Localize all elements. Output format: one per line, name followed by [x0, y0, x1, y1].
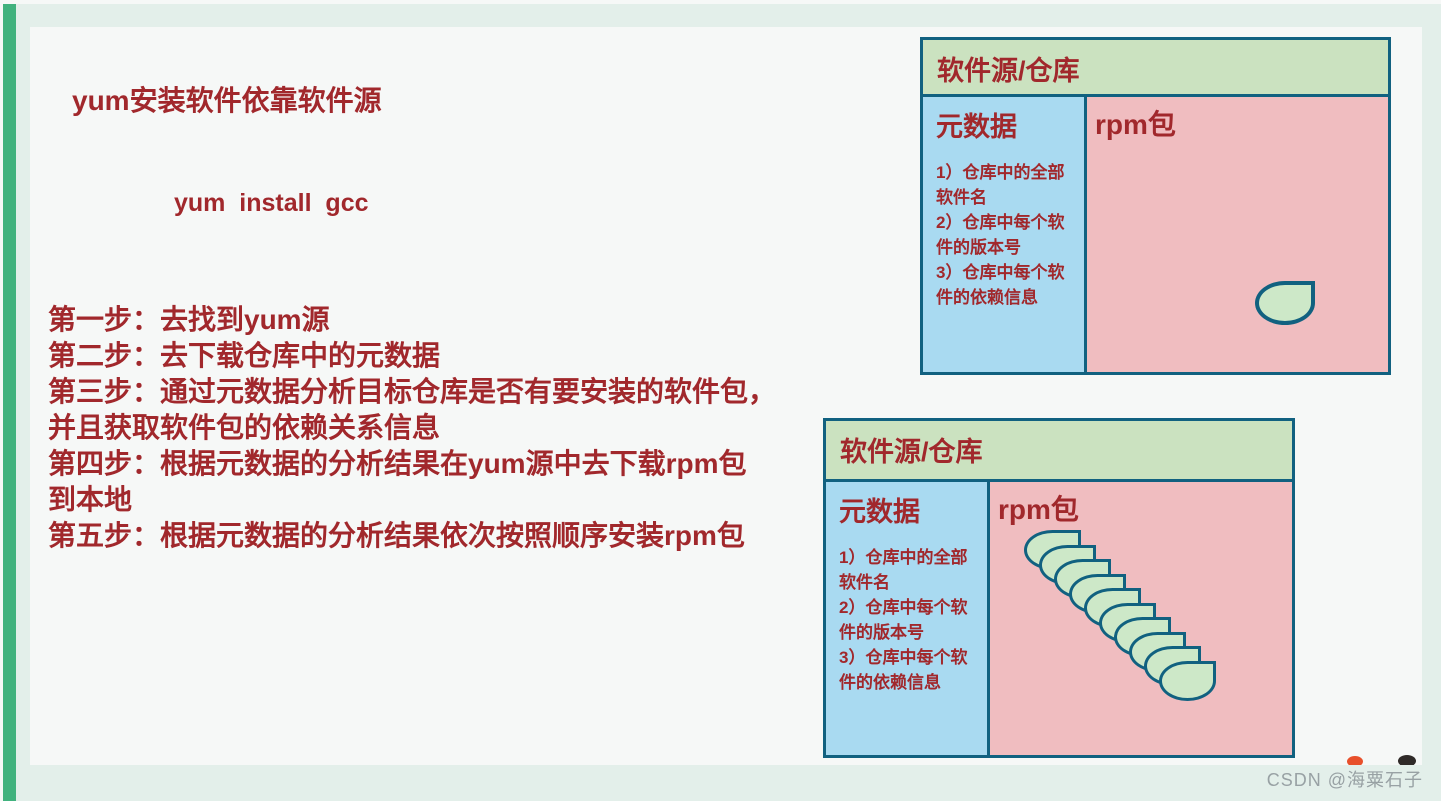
- step-line-4: 第四步：根据元数据的分析结果在yum源中去下载rpm包: [48, 448, 747, 479]
- repo-box-top-header: 软件源/仓库: [923, 40, 1388, 97]
- rpm-package-stack: [1087, 97, 1388, 372]
- metadata-item: 1）仓库中的全部软件名: [936, 163, 1065, 207]
- repo-box-bottom: 软件源/仓库 元数据 1）仓库中的全部软件名 2）仓库中每个软件的版本号 3）仓…: [823, 418, 1295, 758]
- yum-install-command: yum install gcc: [174, 189, 369, 217]
- metadata-item: 3）仓库中每个软件的依赖信息: [839, 648, 968, 692]
- rpm-title: rpm包: [998, 494, 1079, 525]
- left-accent-bar: [3, 4, 16, 801]
- metadata-list: 1）仓库中的全部软件名 2）仓库中每个软件的版本号 3）仓库中每个软件的依赖信息: [839, 545, 979, 695]
- repo-box-top-body: 元数据 1）仓库中的全部软件名 2）仓库中每个软件的版本号 3）仓库中每个软件的…: [923, 97, 1388, 372]
- metadata-item: 1）仓库中的全部软件名: [839, 548, 968, 592]
- rpm-package-icon: [1255, 281, 1315, 325]
- step-line-2: 第二步：去下载仓库中的元数据: [48, 340, 441, 371]
- metadata-cell: 元数据 1）仓库中的全部软件名 2）仓库中每个软件的版本号 3）仓库中每个软件的…: [826, 482, 990, 755]
- repo-box-top: 软件源/仓库 元数据 1）仓库中的全部软件名 2）仓库中每个软件的版本号 3）仓…: [920, 37, 1391, 375]
- step-line-3-cont: 并且获取软件包的依赖关系信息: [48, 412, 441, 443]
- clipped-dark-dot: [1398, 755, 1416, 765]
- step-line-1: 第一步：去找到yum源: [48, 304, 330, 335]
- rpm-cell: rpm包: [990, 482, 1292, 755]
- metadata-item: 3）仓库中每个软件的依赖信息: [936, 263, 1065, 307]
- slide-canvas: yum安装软件依靠软件源 yum install gcc 第一步：去找到yum源…: [30, 27, 1422, 765]
- metadata-item: 2）仓库中每个软件的版本号: [936, 213, 1065, 257]
- clipped-orange-dot: [1347, 756, 1363, 765]
- metadata-title: 元数据: [839, 497, 920, 527]
- repo-box-bottom-header: 软件源/仓库: [826, 421, 1292, 482]
- metadata-item: 2）仓库中每个软件的版本号: [839, 598, 968, 642]
- metadata-cell: 元数据 1）仓库中的全部软件名 2）仓库中每个软件的版本号 3）仓库中每个软件的…: [923, 97, 1087, 372]
- step-line-5: 第五步：根据元数据的分析结果依次按照顺序安装rpm包: [48, 520, 745, 551]
- rpm-title: rpm包: [1095, 109, 1176, 140]
- steps-list: 第一步：去找到yum源 第二步：去下载仓库中的元数据 第三步：通过元数据分析目标…: [48, 302, 848, 554]
- csdn-watermark: CSDN @海粟石子: [1266, 770, 1423, 790]
- step-line-3: 第三步：通过元数据分析目标仓库是否有要安装的软件包，: [48, 376, 777, 407]
- rpm-package-icon: [1159, 660, 1216, 701]
- slide-title: yum安装软件依靠软件源: [72, 85, 382, 116]
- rpm-package-stack: [990, 482, 1292, 755]
- step-line-4-cont: 到本地: [48, 484, 133, 515]
- rpm-cell: rpm包: [1087, 97, 1388, 372]
- metadata-title: 元数据: [936, 112, 1017, 142]
- metadata-list: 1）仓库中的全部软件名 2）仓库中每个软件的版本号 3）仓库中每个软件的依赖信息: [936, 160, 1076, 310]
- repo-box-bottom-body: 元数据 1）仓库中的全部软件名 2）仓库中每个软件的版本号 3）仓库中每个软件的…: [826, 482, 1292, 755]
